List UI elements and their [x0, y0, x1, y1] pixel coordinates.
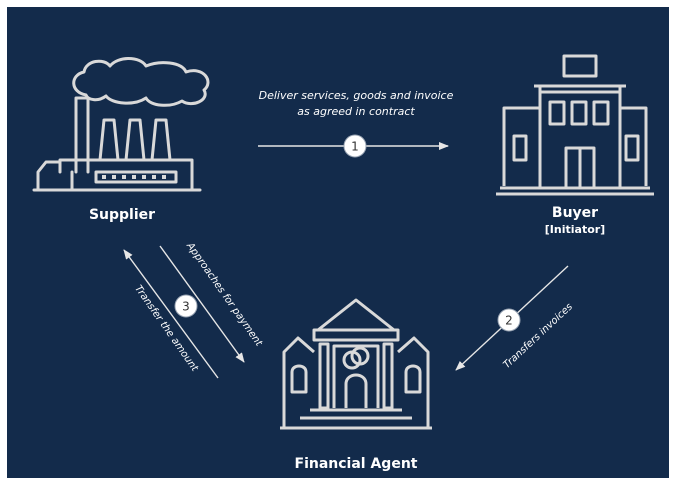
step-badge-3: 3 — [174, 294, 198, 318]
step-badge-1: 1 — [343, 134, 367, 158]
supplier-label: Supplier — [89, 207, 155, 223]
approaches-payment-arrow — [159, 245, 245, 363]
step-badge-2: 2 — [497, 308, 521, 332]
transfer-amount-arrow — [123, 249, 219, 379]
factory-icon — [32, 57, 210, 192]
bank-icon — [280, 298, 432, 430]
financial-agent-label: Financial Agent — [295, 456, 418, 472]
deliver-label-line2: as agreed in contract — [297, 105, 415, 118]
step-number-3: 3 — [182, 300, 190, 314]
buyer-label: Buyer — [552, 205, 598, 221]
step-number-2: 2 — [505, 314, 513, 328]
buyer-sublabel: [Initiator] — [545, 223, 605, 236]
office-building-icon — [496, 54, 654, 196]
deliver-label-line1: Deliver services, goods and invoice — [259, 89, 454, 102]
step-number-1: 1 — [351, 140, 359, 154]
